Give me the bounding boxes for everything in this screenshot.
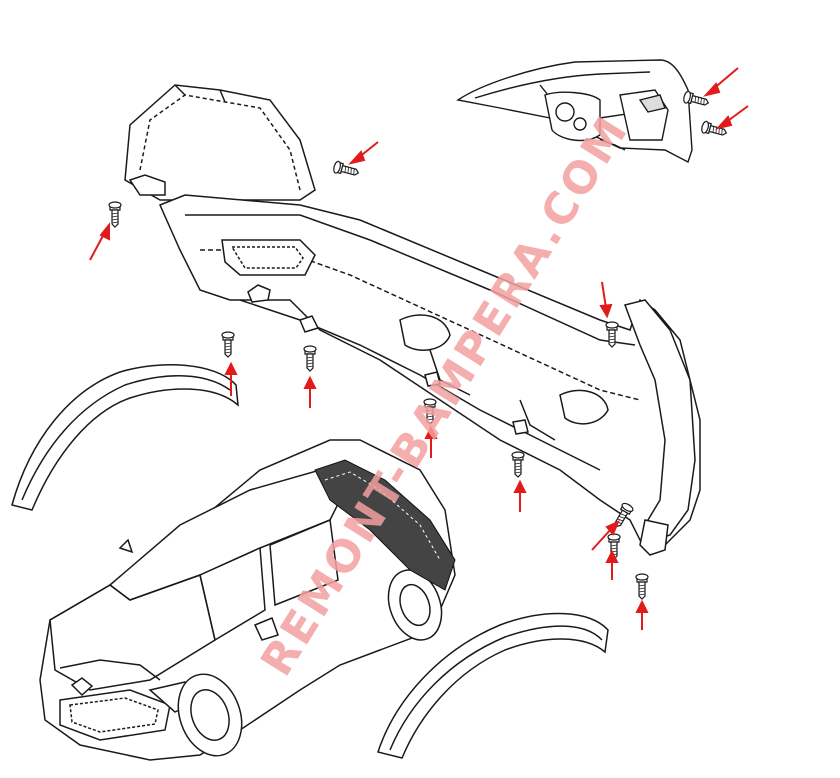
- screw-left-side: [108, 201, 122, 228]
- arrow-left-side: [89, 222, 110, 261]
- arrow-bottom-2: [303, 375, 317, 408]
- arrow-right-1: [591, 520, 620, 551]
- arrow-right-3: [635, 599, 649, 630]
- arrow-bottom-3: [424, 425, 438, 458]
- screw-bottom-3: [423, 398, 437, 425]
- tail-light: [456, 59, 693, 164]
- wheel-arch-trim-left: [11, 364, 239, 511]
- wheel-arch-trim-right: [377, 612, 609, 759]
- screw-right-3: [635, 573, 649, 600]
- arrow-tail-2: [715, 105, 749, 130]
- vehicle-overview: [39, 439, 456, 761]
- screw-bottom-4: [511, 451, 525, 478]
- arrow-bottom-1: [224, 361, 238, 396]
- arrow-right-2: [605, 549, 619, 580]
- arrow-left-top: [348, 141, 379, 165]
- screw-bottom-2: [303, 345, 317, 372]
- screw-bottom-1: [221, 331, 235, 358]
- screw-left-top: [332, 160, 361, 180]
- arrow-right-top: [599, 281, 613, 319]
- rear-bumper: [124, 84, 701, 556]
- arrow-tail-1: [703, 67, 739, 97]
- arrows: [89, 67, 749, 630]
- arrow-bottom-4: [513, 479, 527, 512]
